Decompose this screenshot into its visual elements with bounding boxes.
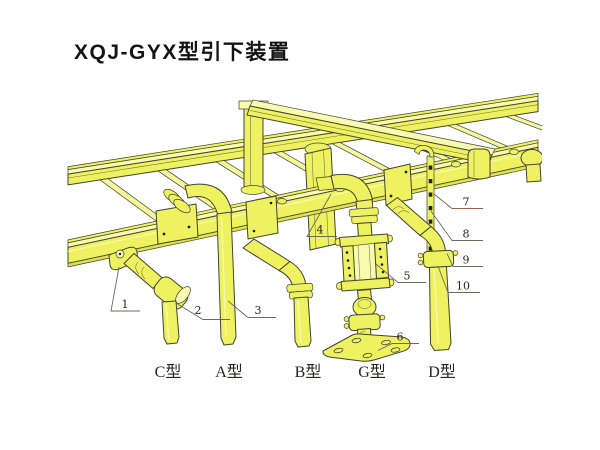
illustration [67,92,542,362]
drop-tube [429,266,452,351]
type-label-a: A型 [215,363,243,381]
type-label-b: B型 [295,363,322,381]
callout-number: 9 [463,254,470,267]
callout-7: 7 [433,193,483,209]
angled-tube [386,197,432,236]
flange-coupling [348,207,379,225]
type-label-d: D型 [428,363,456,381]
tray-back-rail [67,92,539,186]
callouts: 1 2 3 4 5 6 7 [110,193,483,351]
drop-tube [293,296,312,348]
mounting-plate [245,195,279,240]
type-b-assembly [242,195,314,348]
callout-4: 4 [306,193,337,237]
type-c-assembly [108,246,191,345]
callout-9: 9 [446,253,483,267]
callout-number: 6 [397,331,404,344]
hanger-box [334,233,395,292]
callout-number: 5 [404,270,411,283]
type-label-g: G型 [358,363,386,381]
end-elbow-fitting [520,149,542,183]
callout-10: 10 [437,265,480,293]
base-clamp [348,313,381,332]
type-a-assembly [155,183,237,346]
callout-number: 7 [463,196,470,209]
type-label-c: C型 [155,363,182,381]
callout-5: 5 [375,263,426,283]
callout-1: 1 [110,266,140,312]
callout-number: 10 [456,280,470,293]
callout-number: 4 [317,224,324,237]
callout-number: 1 [122,298,129,311]
callout-6: 6 [377,331,419,351]
type-d-assembly [383,163,459,351]
page-title: XQJ-GYX型引下装置 [74,41,291,64]
mounting-plate [155,203,199,245]
callout-number: 8 [463,228,470,241]
callout-number: 2 [195,304,202,317]
callout-number: 3 [255,304,262,317]
drop-tube [161,300,180,345]
drop-tube [216,211,237,346]
type-g-assembly [315,173,411,362]
callout-8: 8 [430,210,483,241]
callout-2: 2 [175,302,230,320]
type-labels: C型 A型 B型 G型 D型 [155,363,456,381]
angled-tube [242,238,291,271]
callout-3: 3 [227,300,276,318]
coupling [286,282,314,300]
